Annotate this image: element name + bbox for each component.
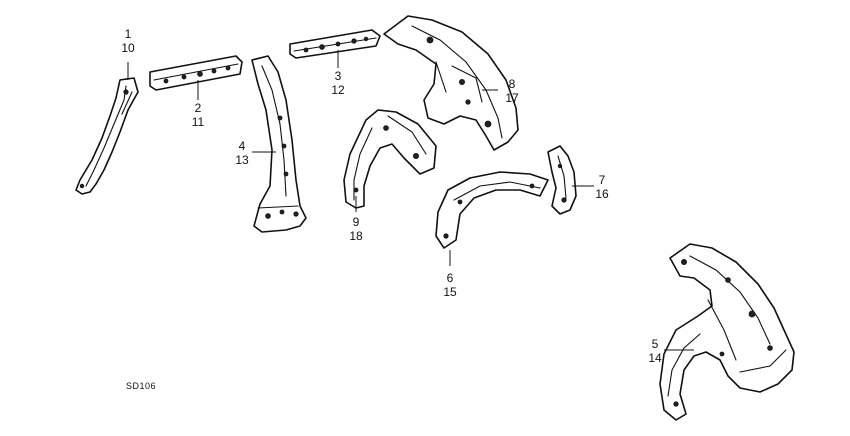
callout-number-top: 1 xyxy=(125,27,132,41)
diagram-code: SD106 xyxy=(126,381,156,391)
leader-lines xyxy=(127,50,694,351)
part-wheel-arch-outer xyxy=(435,171,549,249)
part-quarter-inner-panel xyxy=(383,15,519,151)
callout-number-top: 5 xyxy=(652,337,659,351)
callout-6-15: 6 15 xyxy=(443,271,457,299)
callout-number-top: 6 xyxy=(447,271,454,285)
callout-number-top: 2 xyxy=(195,101,202,115)
callout-5-14: 5 14 xyxy=(648,337,662,365)
callout-4-13: 4 13 xyxy=(235,139,249,167)
callout-number-top: 7 xyxy=(599,173,606,187)
part-inner-wheelhouse xyxy=(343,109,437,209)
callout-7-16: 7 16 xyxy=(595,173,609,201)
callout-8-17: 8 17 xyxy=(505,77,519,105)
part-quarter-assembly xyxy=(659,243,795,421)
callout-number-bottom: 16 xyxy=(595,187,609,201)
callout-9-18: 9 18 xyxy=(349,215,363,243)
callout-number-top: 9 xyxy=(353,215,360,229)
callout-number-bottom: 14 xyxy=(648,351,662,365)
part-front-pillar xyxy=(75,77,139,195)
part-bracket xyxy=(547,145,577,215)
part-center-pillar xyxy=(251,55,307,233)
callout-number-bottom: 18 xyxy=(349,229,363,243)
part-rear-roof-rail xyxy=(289,29,381,59)
callout-number-top: 3 xyxy=(335,69,342,83)
callout-number-top: 8 xyxy=(509,77,516,91)
callout-number-bottom: 11 xyxy=(192,115,205,129)
callout-number-bottom: 10 xyxy=(121,41,135,55)
callout-number-bottom: 17 xyxy=(505,91,519,105)
callout-number-top: 4 xyxy=(239,139,246,153)
callout-2-11: 2 11 xyxy=(192,101,205,129)
callout-number-bottom: 12 xyxy=(331,83,345,97)
part-roof-rail xyxy=(149,55,243,91)
callout-1-10: 1 10 xyxy=(121,27,135,55)
callout-number-bottom: 15 xyxy=(443,285,457,299)
callout-3-12: 3 12 xyxy=(331,69,345,97)
callout-number-bottom: 13 xyxy=(235,153,249,167)
